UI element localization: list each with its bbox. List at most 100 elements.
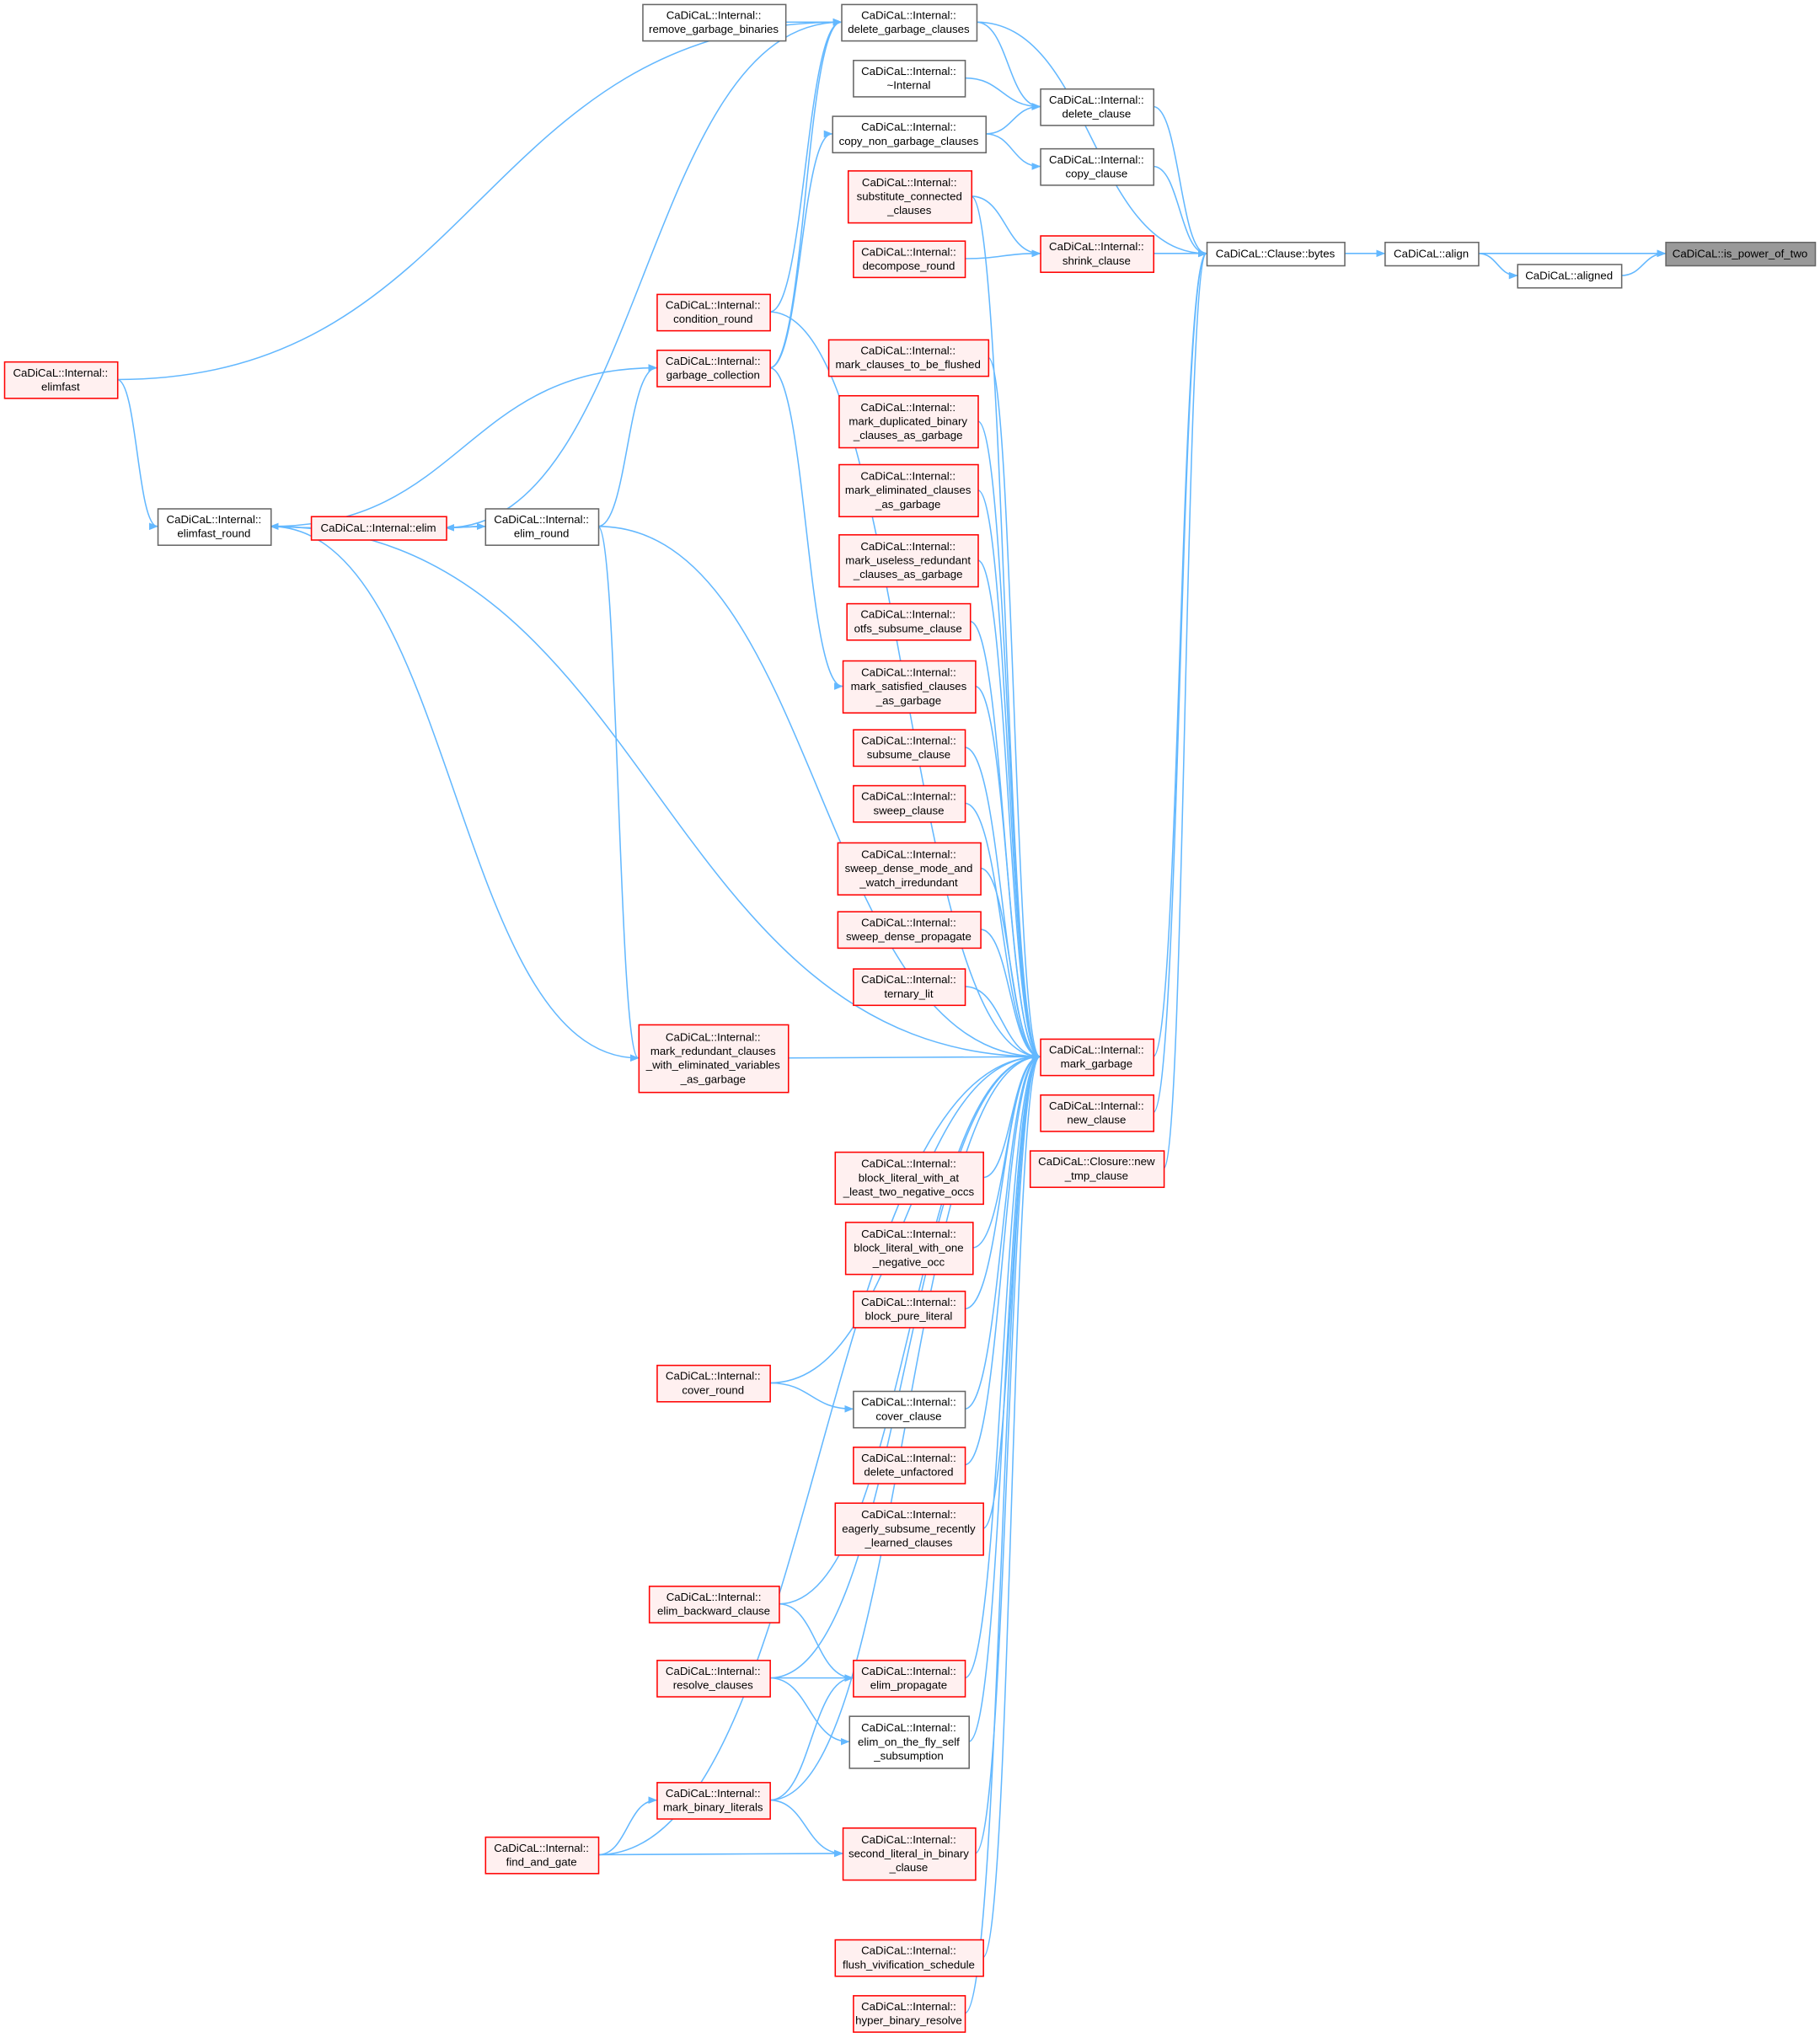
node-label: _learned_clauses <box>864 1537 953 1549</box>
node-label: CaDiCaL::Internal:: <box>861 1452 956 1464</box>
node-block-two-neg[interactable]: CaDiCaL::Internal::block_literal_with_at… <box>834 1151 984 1206</box>
node-label: CaDiCaL::Internal:: <box>494 513 589 526</box>
edge-elim_round-to-mark_redundant_elim_vars <box>597 526 640 1062</box>
node-label: CaDiCaL::Internal:: <box>1049 240 1144 253</box>
node-mark-useless-redundant[interactable]: CaDiCaL::Internal::mark_useless_redundan… <box>838 534 979 588</box>
node-sweep-clause[interactable]: CaDiCaL::Internal::sweep_clause <box>853 784 966 823</box>
node-condition-round[interactable]: CaDiCaL::Internal::condition_round <box>656 293 771 332</box>
node-label: remove_garbage_binaries <box>649 23 779 35</box>
node-cover-round[interactable]: CaDiCaL::Internal::cover_round <box>656 1364 771 1403</box>
node-eagerly-subsume[interactable]: CaDiCaL::Internal::eagerly_subsume_recen… <box>834 1502 984 1556</box>
node-subsume-clause[interactable]: CaDiCaL::Internal::subsume_clause <box>853 729 966 768</box>
node-label: CaDiCaL::Internal:: <box>861 65 956 78</box>
node-box <box>853 1660 966 1698</box>
node-box <box>853 1290 966 1329</box>
edge-subsume_clause-to-mark_garbage <box>964 746 1041 1061</box>
node-label: CaDiCaL::Internal:: <box>861 1721 956 1734</box>
node-delete-garbage-clauses[interactable]: CaDiCaL::Internal::delete_garbage_clause… <box>841 3 978 42</box>
node-decompose-round[interactable]: CaDiCaL::Internal::decompose_round <box>853 240 966 279</box>
node-box <box>1040 1038 1155 1077</box>
node-second-literal-in-binary[interactable]: CaDiCaL::Internal::second_literal_in_bin… <box>842 1827 977 1881</box>
node-find-and-gate[interactable]: CaDiCaL::Internal::find_and_gate <box>484 1836 600 1875</box>
node-label: elim_backward_clause <box>657 1605 770 1618</box>
node-elim-round[interactable]: CaDiCaL::Internal::elim_round <box>484 508 600 546</box>
node-label: find_and_gate <box>506 1855 577 1868</box>
node-label: CaDiCaL::Internal:: <box>666 1665 761 1677</box>
node-elim-backward-clause[interactable]: CaDiCaL::Internal::elim_backward_clause <box>648 1586 780 1623</box>
node-copy-clause[interactable]: CaDiCaL::Internal::copy_clause <box>1040 147 1155 186</box>
node-elimfast-round[interactable]: CaDiCaL::Internal::elimfast_round <box>157 508 272 546</box>
node-mark-satisfied-clauses[interactable]: CaDiCaL::Internal::mark_satisfied_clause… <box>842 660 977 714</box>
node-box <box>853 784 966 823</box>
node-label: new_clause <box>1067 1114 1126 1126</box>
node-label: CaDiCaL::Internal:: <box>13 366 108 379</box>
node-remove-garbage-binaries[interactable]: CaDiCaL::Internal::remove_garbage_binari… <box>642 3 787 42</box>
node-cover-clause[interactable]: CaDiCaL::Internal::cover_clause <box>853 1390 966 1429</box>
node-sweep-dense-mode[interactable]: CaDiCaL::Internal::sweep_dense_mode_and_… <box>837 842 982 896</box>
node-otfs-subsume-clause[interactable]: CaDiCaL::Internal::otfs_subsume_clause <box>846 602 972 641</box>
node-box <box>838 463 979 518</box>
node-label: mark_duplicated_binary <box>848 415 967 427</box>
node-label: CaDiCaL::Internal:: <box>861 666 956 679</box>
edge-elim_backward_clause-to-mark_garbage <box>779 1052 1041 1605</box>
node-hyper-binary-resolve[interactable]: CaDiCaL::Internal::hyper_binary_resolve <box>853 1995 966 2033</box>
node-label: CaDiCaL::Internal:: <box>666 9 762 22</box>
node-label: CaDiCaL::Internal:: <box>861 1833 956 1846</box>
node-label: sweep_dense_propagate <box>846 930 972 943</box>
node-label: delete_clause <box>1062 107 1131 120</box>
edge-elim_round-to-garbage_collection <box>597 364 658 527</box>
edge-delete_garbage_clauses-to-bytes <box>976 21 1207 258</box>
node-mark-redundant-elim-vars[interactable]: CaDiCaL::Internal::mark_redundant_clause… <box>638 1024 790 1094</box>
node-align[interactable]: CaDiCaL::align <box>1384 241 1480 267</box>
node-label: _with_eliminated_variables <box>645 1059 780 1072</box>
node-substitute-connected-clauses[interactable]: CaDiCaL::Internal::substitute_connected_… <box>847 170 973 224</box>
edge-elim_propagate-to-mark_garbage <box>964 1053 1041 1679</box>
node-box <box>853 59 966 98</box>
node-elim-otf-self-subsumption[interactable]: CaDiCaL::Internal::elim_on_the_fly_self_… <box>848 1715 970 1769</box>
node-box <box>656 1660 771 1698</box>
edge-elim_backward_clause-to-elim_propagate <box>779 1602 854 1682</box>
edge-mark_binary_literals-to-second_literal_in_binary <box>769 1799 843 1858</box>
edge-align-to-aligned <box>1478 253 1518 280</box>
edge-new_tmp_clause-to-bytes <box>1163 249 1207 1169</box>
node-mark-duplicated-binary[interactable]: CaDiCaL::Internal::mark_duplicated_binar… <box>838 394 979 449</box>
node-delete-clause[interactable]: CaDiCaL::Internal::delete_clause <box>1040 88 1155 126</box>
node-bytes[interactable]: CaDiCaL::Clause::bytes <box>1206 241 1346 267</box>
node-dtor-internal[interactable]: CaDiCaL::Internal::~Internal <box>853 59 966 98</box>
node-copy-non-garbage-clauses[interactable]: CaDiCaL::Internal::copy_non_garbage_clau… <box>832 115 988 154</box>
node-new-tmp-clause[interactable]: CaDiCaL::Closure::new_tmp_clause <box>1029 1150 1165 1189</box>
node-resolve-clauses[interactable]: CaDiCaL::Internal::resolve_clauses <box>656 1660 771 1698</box>
node-box <box>157 508 272 546</box>
edge-garbage_collection-to-delete_garbage_clauses <box>769 19 843 369</box>
node-label: shrink_clause <box>1063 254 1131 267</box>
node-mark-garbage[interactable]: CaDiCaL::Internal::mark_garbage <box>1040 1038 1155 1077</box>
node-mark-binary-literals[interactable]: CaDiCaL::Internal::mark_binary_literals <box>656 1782 771 1820</box>
node-label: cover_round <box>682 1383 744 1396</box>
edge-delete_unfactored-to-mark_garbage <box>964 1053 1041 1466</box>
node-aligned[interactable]: CaDiCaL::aligned <box>1517 264 1623 289</box>
node-mark-clauses-to-be-flushed[interactable]: CaDiCaL::Internal::mark_clauses_to_be_fl… <box>827 339 990 377</box>
node-box <box>3 361 119 399</box>
node-box <box>1040 147 1155 186</box>
node-elim[interactable]: CaDiCaL::Internal::elim <box>310 516 447 541</box>
node-ternary-lit[interactable]: CaDiCaL::Internal::ternary_lit <box>853 968 966 1007</box>
node-label: _clause <box>889 1861 929 1874</box>
node-sweep-dense-propagate[interactable]: CaDiCaL::Internal::sweep_dense_propagate <box>837 911 982 949</box>
node-block-one-neg[interactable]: CaDiCaL::Internal::block_literal_with_on… <box>844 1222 974 1276</box>
node-garbage-collection[interactable]: CaDiCaL::Internal::garbage_collection <box>656 349 771 388</box>
node-elimfast[interactable]: CaDiCaL::Internal::elimfast <box>3 361 119 399</box>
node-new-clause[interactable]: CaDiCaL::Internal::new_clause <box>1040 1094 1155 1132</box>
node-shrink-clause[interactable]: CaDiCaL::Internal::shrink_clause <box>1040 235 1155 273</box>
node-block-pure-literal[interactable]: CaDiCaL::Internal::block_pure_literal <box>853 1290 966 1329</box>
node-label: mark_binary_literals <box>663 1801 763 1814</box>
node-delete-unfactored[interactable]: CaDiCaL::Internal::delete_unfactored <box>853 1447 966 1484</box>
node-label: CaDiCaL::Internal:: <box>666 299 761 312</box>
node-elim-propagate[interactable]: CaDiCaL::Internal::elim_propagate <box>853 1660 966 1698</box>
node-mark-eliminated-clauses[interactable]: CaDiCaL::Internal::mark_eliminated_claus… <box>838 463 979 518</box>
edge-elim-to-elim_round <box>446 522 486 531</box>
node-box <box>853 968 966 1007</box>
node-flush-vivification-schedule[interactable]: CaDiCaL::Internal::flush_vivification_sc… <box>834 1939 984 1977</box>
node-is-power-of-two[interactable]: CaDiCaL::is_power_of_two <box>1665 241 1817 267</box>
node-box <box>847 170 973 224</box>
